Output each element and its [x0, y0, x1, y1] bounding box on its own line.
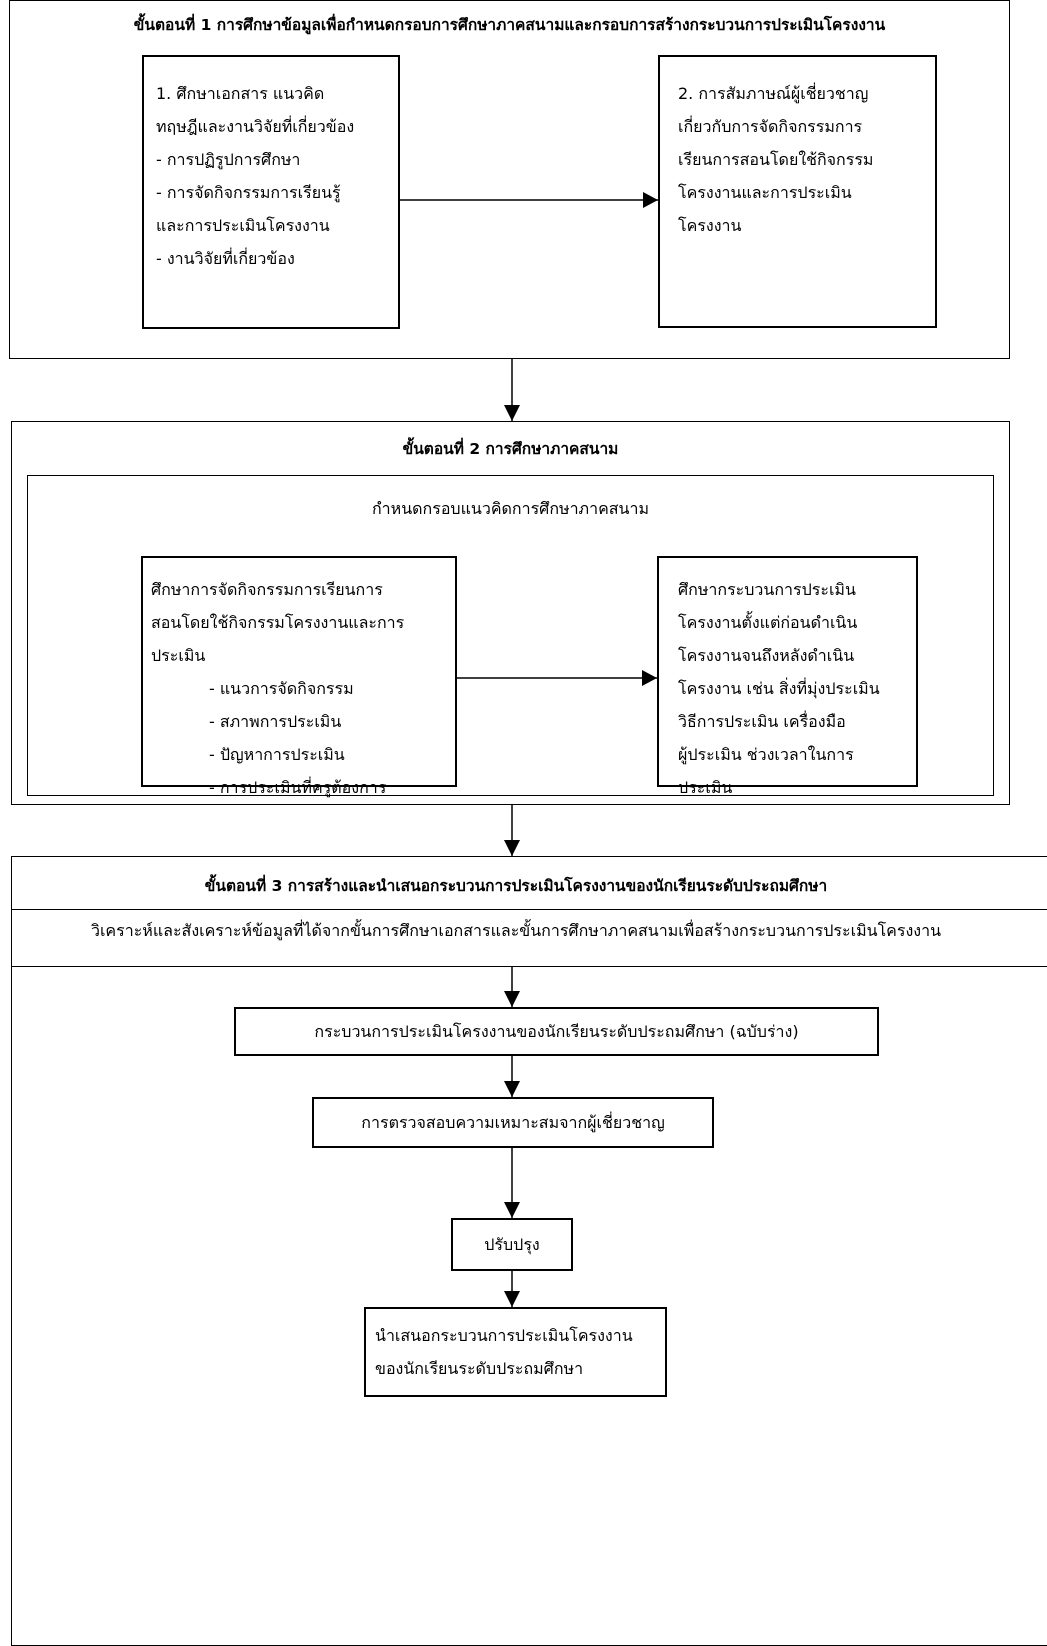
text-line: เกี่ยวกับการจัดกิจกรรมการ: [678, 117, 863, 136]
step2-activity-text: ศึกษาการจัดกิจกรรมการเรียนการ สอนโดยใช้ก…: [151, 573, 404, 804]
step2-inner-frame: [27, 475, 994, 796]
step2-evaluation-text: ศึกษากระบวนการประเมิน โครงงานตั้งแต่ก่อน…: [678, 573, 880, 804]
text-line: วิธีการประเมิน เครื่องมือ: [678, 712, 846, 731]
expert-check-label: การตรวจสอบความเหมาะสมจากผู้เชี่ยวชาญ: [361, 1113, 665, 1132]
text-line: - การจัดกิจกรรมการเรียนรู้: [156, 183, 341, 202]
step2-frame: [11, 421, 1010, 805]
text-line: โครงงานและการประเมิน: [678, 183, 852, 202]
text-line: สอนโดยใช้กิจกรรมโครงงานและการ: [151, 613, 405, 632]
text-line: โครงงาน: [678, 216, 742, 235]
draft-process-box: กระบวนการประเมินโครงงานของนักเรียนระดับป…: [234, 1007, 879, 1056]
text-line: ผู้ประเมิน ช่วงเวลาในการ: [678, 745, 854, 764]
text-line: ของนักเรียนระดับประถมศึกษา: [375, 1359, 584, 1378]
present-text: นำเสนอกระบวนการประเมินโครงงาน ของนักเรีย…: [375, 1319, 633, 1385]
text-line: ศึกษากระบวนการประเมิน: [678, 580, 856, 599]
step3-divider-bottom: [11, 966, 1047, 967]
text-line: โครงงานตั้งแต่ก่อนดำเนิน: [678, 613, 858, 632]
text-line: ศึกษาการจัดกิจกรรมการเรียนการ: [151, 580, 383, 599]
step1-frame: [9, 0, 1010, 359]
text-line: - การปฏิรูปการศึกษา: [156, 150, 301, 169]
list-item: - ปัญหาการประเมิน: [209, 745, 345, 764]
text-line: ทฤษฎีและงานวิจัยที่เกี่ยวข้อง: [156, 117, 355, 136]
text-line: เรียนการสอนโดยใช้กิจกรรม: [678, 150, 874, 169]
list-item: - การประเมินที่ครูต้องการ: [209, 778, 387, 797]
expert-check-box: การตรวจสอบความเหมาะสมจากผู้เชี่ยวชาญ: [312, 1097, 714, 1148]
step3-analysis: วิเคราะห์และสังเคราะห์ข้อมูลที่ได้จากขั้…: [90, 921, 942, 940]
improve-box: ปรับปรุง: [451, 1218, 573, 1271]
step3-divider-top: [11, 909, 1047, 910]
text-line: 1. ศึกษาเอกสาร แนวคิด: [156, 84, 325, 103]
step3-title: ขั้นตอนที่ 3 การสร้างและนำเสนอกระบวนการป…: [204, 877, 828, 895]
text-line: 2. การสัมภาษณ์ผู้เชี่ยวชาญ: [678, 84, 869, 103]
down-arrow: [504, 359, 520, 421]
text-line: - งานวิจัยที่เกี่ยวข้อง: [156, 249, 295, 268]
step1-interview-text: 2. การสัมภาษณ์ผู้เชี่ยวชาญ เกี่ยวกับการจ…: [678, 77, 873, 242]
step1-title: ขั้นตอนที่ 1 การศึกษาข้อมูลเพื่อกำหนดกรอ…: [133, 16, 886, 34]
draft-process-label: กระบวนการประเมินโครงงานของนักเรียนระดับป…: [314, 1022, 799, 1041]
text-line: โครงงาน เช่น สิ่งที่มุ่งประเมิน: [678, 679, 880, 698]
text-line: และการประเมินโครงงาน: [156, 216, 330, 235]
step2-evaluation-box: ศึกษากระบวนการประเมิน โครงงานตั้งแต่ก่อน…: [657, 556, 918, 797]
list-item: - สภาพการประเมิน: [209, 712, 342, 731]
text-line: นำเสนอกระบวนการประเมินโครงงาน: [375, 1326, 633, 1345]
present-box: นำเสนอกระบวนการประเมินโครงงาน ของนักเรีย…: [364, 1307, 667, 1397]
improve-label: ปรับปรุง: [484, 1235, 540, 1254]
step1-interview-box: 2. การสัมภาษณ์ผู้เชี่ยวชาญ เกี่ยวกับการจ…: [658, 55, 937, 328]
text-line: ประเมิน: [151, 646, 206, 665]
step1-literature-text: 1. ศึกษาเอกสาร แนวคิด ทฤษฎีและงานวิจัยที…: [156, 77, 354, 275]
down-arrow: [504, 805, 520, 856]
text-line: โครงงานจนถึงหลังดำเนิน: [678, 646, 855, 665]
step2-subtitle: กำหนดกรอบแนวคิดการศึกษาภาคสนาม: [371, 499, 650, 518]
step2-activity-box: ศึกษาการจัดกิจกรรมการเรียนการ สอนโดยใช้ก…: [141, 556, 457, 797]
step2-title: ขั้นตอนที่ 2 การศึกษาภาคสนาม: [402, 440, 619, 458]
step1-literature-box: 1. ศึกษาเอกสาร แนวคิด ทฤษฎีและงานวิจัยที…: [142, 55, 400, 329]
list-item: - แนวการจัดกิจกรรม: [209, 679, 354, 698]
text-line: ประเมิน: [678, 778, 733, 797]
